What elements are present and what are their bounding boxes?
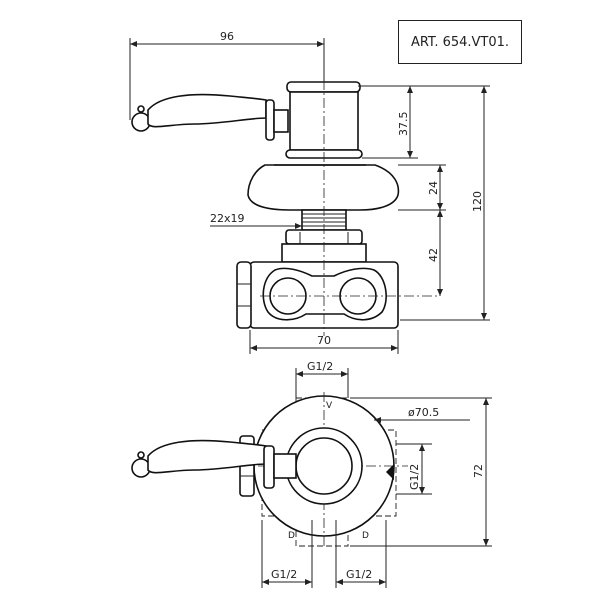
dim-g12-bottom-right: G1/2 — [346, 568, 372, 581]
dim-72: 72 — [472, 464, 485, 478]
dim-g12-bottom-left: G1/2 — [271, 568, 297, 581]
marker-d-right: D — [362, 531, 369, 541]
dims-bottom: G1/2 ø70.5 G1/2 72 G1/2 G1/2 — [261, 360, 492, 588]
valve-body-side — [236, 62, 438, 336]
dim-g12-top: G1/2 — [307, 360, 333, 373]
dim-120: 120 — [471, 191, 484, 212]
article-label: ART. 654.VT01. — [410, 34, 510, 50]
dim-42: 42 — [427, 248, 440, 262]
marker-v: V — [326, 401, 333, 411]
dim-96: 96 — [220, 30, 234, 43]
dim-g12-right: G1/2 — [408, 464, 421, 490]
dim-70: 70 — [317, 334, 331, 347]
article-label-box: ART. 654.VT01. — [398, 20, 522, 64]
dims-top: 96 37.5 24 42 120 22x19 70 — [129, 30, 490, 354]
dim-diameter: ø70.5 — [408, 406, 439, 419]
dim-22x19: 22x19 — [210, 212, 245, 225]
side-elevation — [131, 62, 438, 336]
front-view: V D D — [131, 392, 408, 548]
flange — [247, 164, 400, 211]
dim-24: 24 — [427, 181, 440, 195]
dim-37-5: 37.5 — [397, 112, 410, 137]
lever-handle-top — [131, 93, 289, 141]
marker-d-left: D — [288, 531, 295, 541]
